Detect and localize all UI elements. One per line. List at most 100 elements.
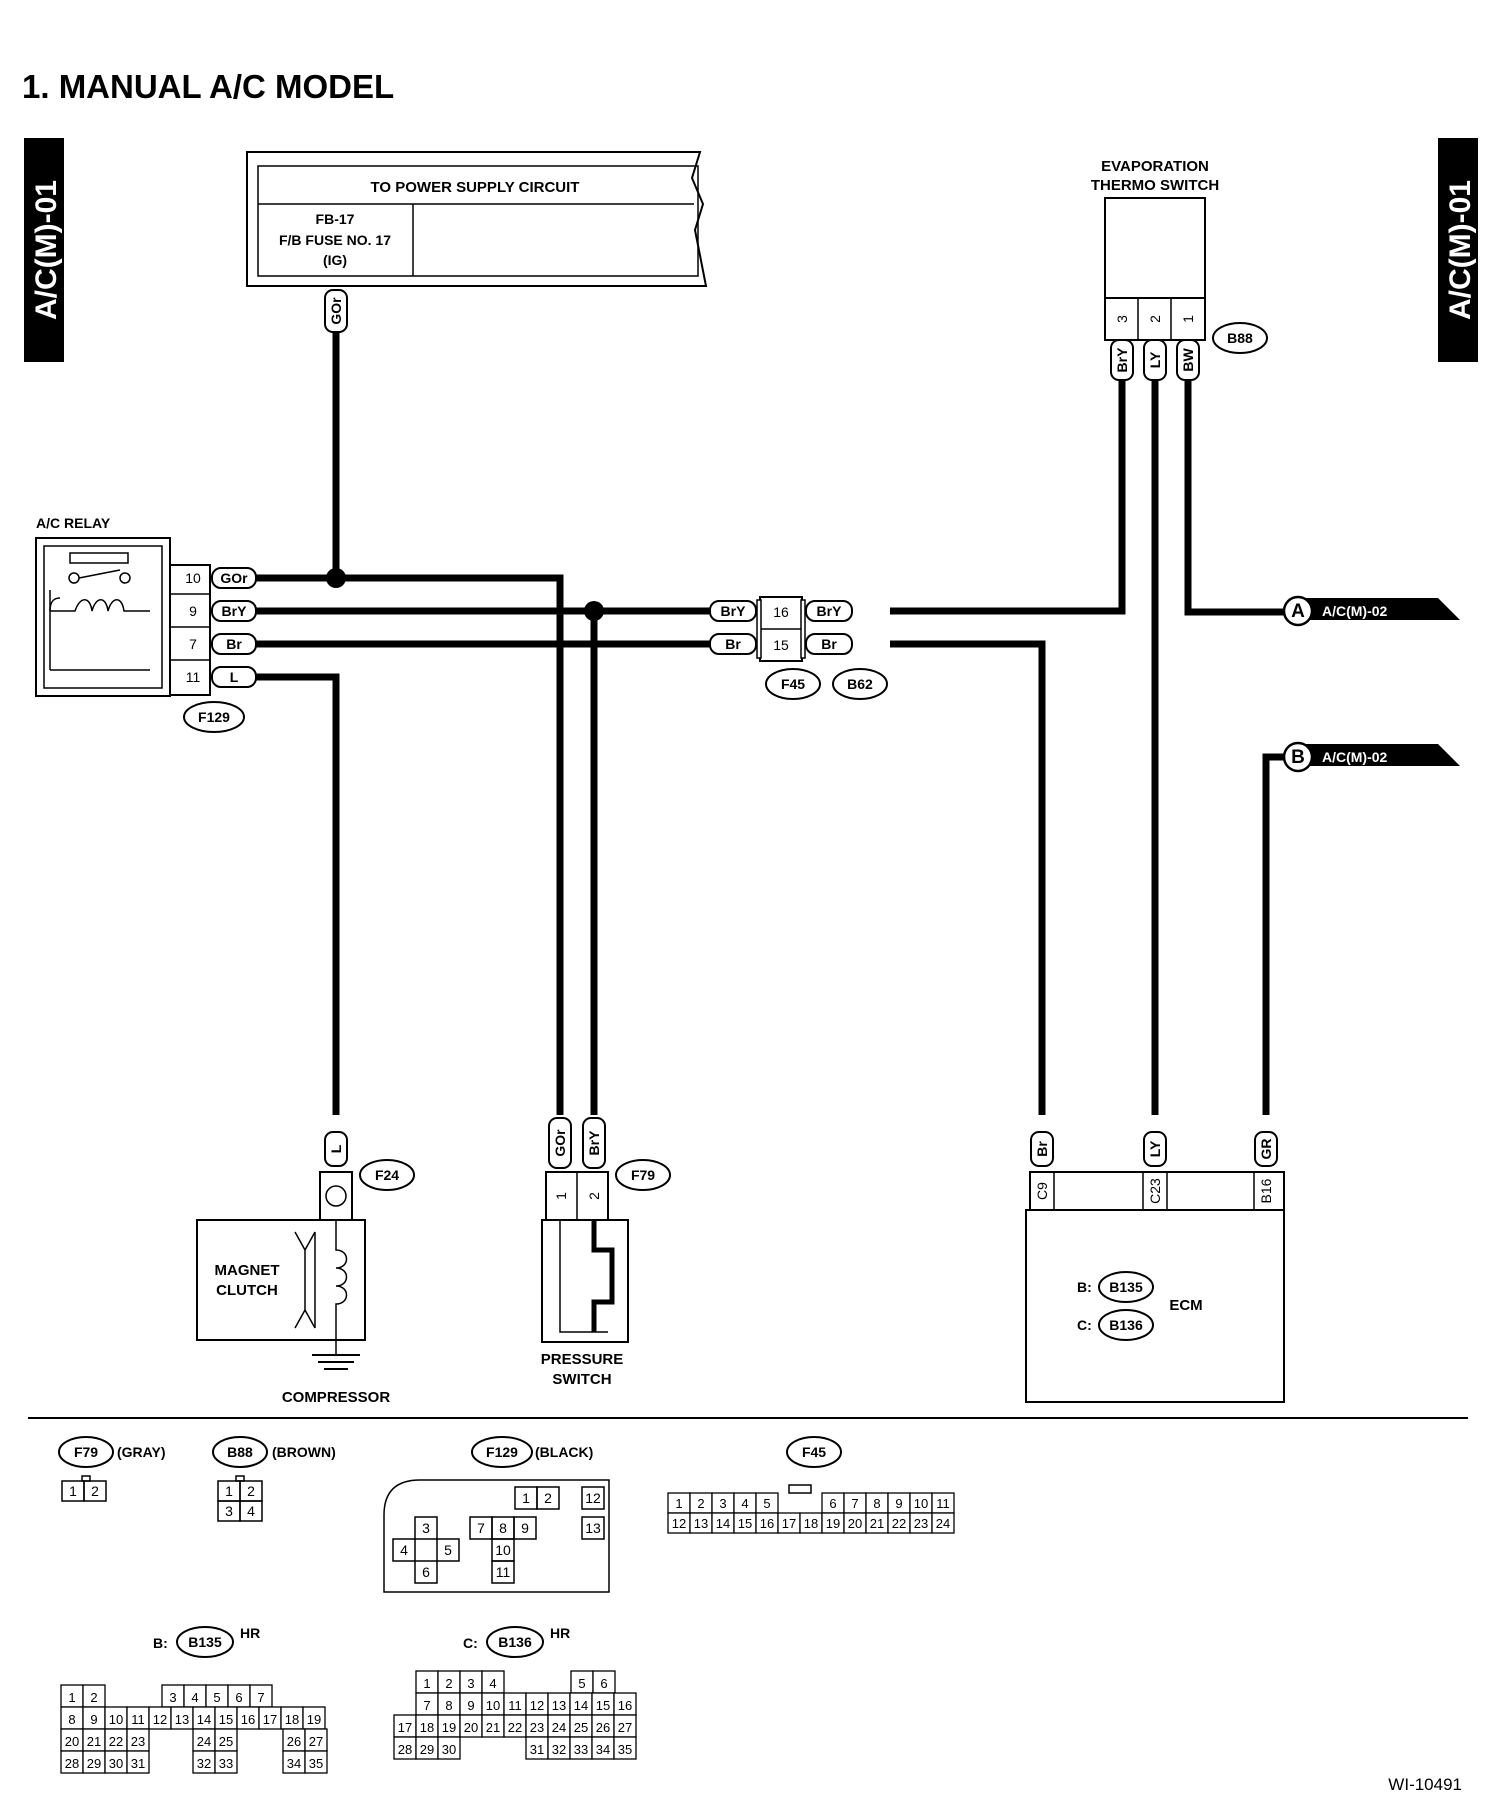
svg-text:10: 10 — [495, 1542, 511, 1558]
evap-pin-2: 2 — [1147, 315, 1163, 323]
svg-text:B:: B: — [153, 1635, 168, 1651]
fuse-label-1: FB-17 — [316, 211, 355, 227]
relay-pin-7: 7 — [189, 636, 197, 652]
f45-pin: 22 — [892, 1516, 906, 1531]
f45-pin: 6 — [829, 1496, 836, 1511]
f45-pin: 16 — [760, 1516, 774, 1531]
svg-text:(GRAY): (GRAY) — [117, 1444, 166, 1460]
f45-pin: 7 — [851, 1496, 858, 1511]
page-title: 1. MANUAL A/C MODEL — [22, 68, 394, 105]
wires — [255, 330, 1285, 1115]
b135-pin: 34 — [287, 1756, 301, 1771]
compressor-connector-badge: F24 — [375, 1167, 399, 1183]
b135-pin: 33 — [219, 1756, 233, 1771]
ref-b-letter: B — [1291, 747, 1305, 768]
b136-pin: 24 — [552, 1720, 566, 1735]
b135-pin: 11 — [131, 1712, 145, 1727]
b136-pin: 13 — [552, 1698, 566, 1713]
power-supply-box: TO POWER SUPPLY CIRCUIT FB-17 F/B FUSE N… — [246, 151, 708, 287]
legend-f79: F79 (GRAY) 1 2 — [58, 1436, 166, 1502]
wire-tag-evap-bw: BW — [1176, 339, 1200, 381]
svg-text:9: 9 — [521, 1520, 529, 1536]
ecm-pin-c23: C23 — [1147, 1178, 1163, 1204]
f45-pin: 24 — [936, 1516, 950, 1531]
ecm-b-prefix: B: — [1077, 1279, 1092, 1295]
fuse-label-2: F/B FUSE NO. 17 — [279, 232, 391, 248]
svg-text:C:: C: — [463, 1635, 478, 1651]
f45-pin: 9 — [895, 1496, 902, 1511]
joint-wire-left-br: Br — [725, 636, 741, 652]
pressure-pin-2: 2 — [586, 1192, 602, 1200]
compressor-wire-l: L — [328, 1144, 344, 1153]
clutch-label-2: CLUTCH — [216, 1282, 278, 1299]
b136-pin: 32 — [552, 1742, 566, 1757]
svg-text:1: 1 — [225, 1483, 233, 1499]
svg-text:(BLACK): (BLACK) — [535, 1444, 593, 1460]
pressure-label-1: PRESSURE — [541, 1351, 624, 1368]
joint-wire-right-bry: BrY — [817, 603, 843, 619]
b135-pin: 12 — [153, 1712, 167, 1727]
b135-pin: 17 — [263, 1712, 277, 1727]
pressure-pin-1: 1 — [553, 1192, 569, 1200]
b136-pin: 17 — [398, 1720, 412, 1735]
evap-pin-1: 1 — [1180, 315, 1196, 323]
relay-wire-gor: GOr — [220, 570, 248, 586]
b135-pin: 25 — [219, 1734, 233, 1749]
ecm-c-prefix: C: — [1077, 1317, 1092, 1333]
wire-tags: GOr BrY LY BW — [324, 289, 1200, 381]
f45-pin: 17 — [782, 1516, 796, 1531]
svg-text:8: 8 — [499, 1520, 507, 1536]
relay-pin-10: 10 — [185, 570, 201, 586]
svg-text:3: 3 — [225, 1503, 233, 1519]
svg-text:4: 4 — [247, 1503, 255, 1519]
b135-pin: 1 — [68, 1690, 75, 1705]
f45-pin: 18 — [804, 1516, 818, 1531]
b135-pin: 10 — [109, 1712, 123, 1727]
joint-wire-right-br: Br — [821, 636, 837, 652]
b135-pin: 24 — [197, 1734, 211, 1749]
evap-label-1: EVAPORATION — [1101, 158, 1209, 175]
b136-pin: 7 — [423, 1698, 430, 1713]
legend-f129: F129 (BLACK) 1 2 12 13 3 7 8 9 4 5 10 6 … — [383, 1436, 610, 1593]
b135-pin: 16 — [241, 1712, 255, 1727]
joint-connector: 16 15 BrY Br BrY Br F45 B62 — [709, 596, 888, 700]
b135-pin: 27 — [309, 1734, 323, 1749]
page-tab-right: A/C(M)-01 — [1438, 138, 1478, 362]
b135-pin: 30 — [109, 1756, 123, 1771]
b136-pin: 34 — [596, 1742, 610, 1757]
f45-pin: 5 — [763, 1496, 770, 1511]
b136-pin: 11 — [508, 1698, 522, 1713]
b136-pin: 25 — [574, 1720, 588, 1735]
relay-pin-11: 11 — [186, 669, 201, 685]
joint-pin-15: 15 — [773, 637, 789, 653]
f45-pin: 23 — [914, 1516, 928, 1531]
b136-pin: 1 — [423, 1676, 430, 1691]
svg-text:2: 2 — [247, 1483, 255, 1499]
evaporation-thermo-switch: EVAPORATION THERMO SWITCH 3 2 1 B88 — [1091, 158, 1268, 354]
compressor: L F24 MAGNET CLUTCH COMPRESSOR — [196, 1131, 415, 1406]
pressure-label-2: SWITCH — [552, 1371, 611, 1388]
svg-text:5: 5 — [444, 1542, 452, 1558]
b136-pin: 31 — [530, 1742, 544, 1757]
svg-text:(BROWN): (BROWN) — [272, 1444, 336, 1460]
svg-text:F45: F45 — [802, 1444, 826, 1460]
b136-pin: 20 — [464, 1720, 478, 1735]
ref-a-letter: A — [1291, 601, 1305, 622]
b135-pin: 23 — [131, 1734, 145, 1749]
b135-pin: 32 — [197, 1756, 211, 1771]
ecm-wire-gr: GR — [1258, 1139, 1274, 1160]
relay-connector-badge: F129 — [198, 709, 230, 725]
evap-label-2: THERMO SWITCH — [1091, 177, 1219, 194]
b136-pin: 14 — [574, 1698, 588, 1713]
b135-pin: 21 — [87, 1734, 101, 1749]
fuse-label-3: (IG) — [323, 252, 347, 268]
svg-text:2: 2 — [544, 1490, 552, 1506]
f45-pin: 3 — [719, 1496, 726, 1511]
svg-text:F79: F79 — [74, 1444, 98, 1460]
b135-pin: 22 — [109, 1734, 123, 1749]
b136-pin: 8 — [445, 1698, 452, 1713]
b136-pin: 27 — [618, 1720, 632, 1735]
svg-text:LY: LY — [1147, 351, 1163, 368]
svg-text:BrY: BrY — [1114, 347, 1130, 373]
